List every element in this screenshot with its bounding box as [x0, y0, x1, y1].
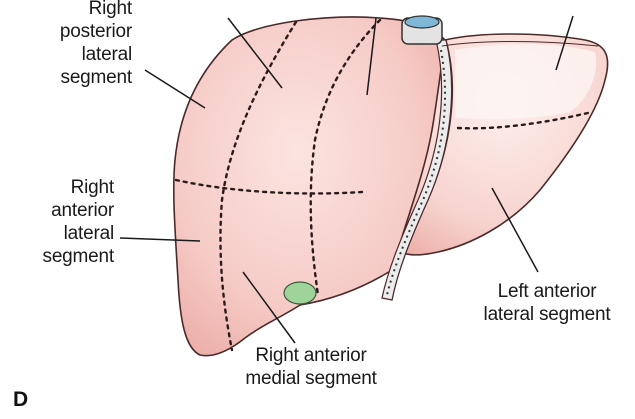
- left-lobe-highlight: [455, 44, 596, 119]
- label-right-anterior-medial-segment: Right anterior medial segment: [226, 344, 396, 390]
- label-left-anterior-lateral-segment: Left anterior lateral segment: [462, 280, 632, 326]
- label-right-posterior-lateral-segment: Right posterior lateral segment: [20, 0, 132, 89]
- vena-cava-lumen: [405, 16, 439, 28]
- label-right-anterior-lateral-segment: Right anterior lateral segment: [4, 176, 114, 268]
- gallbladder: [284, 282, 316, 304]
- panel-label: D: [13, 388, 28, 412]
